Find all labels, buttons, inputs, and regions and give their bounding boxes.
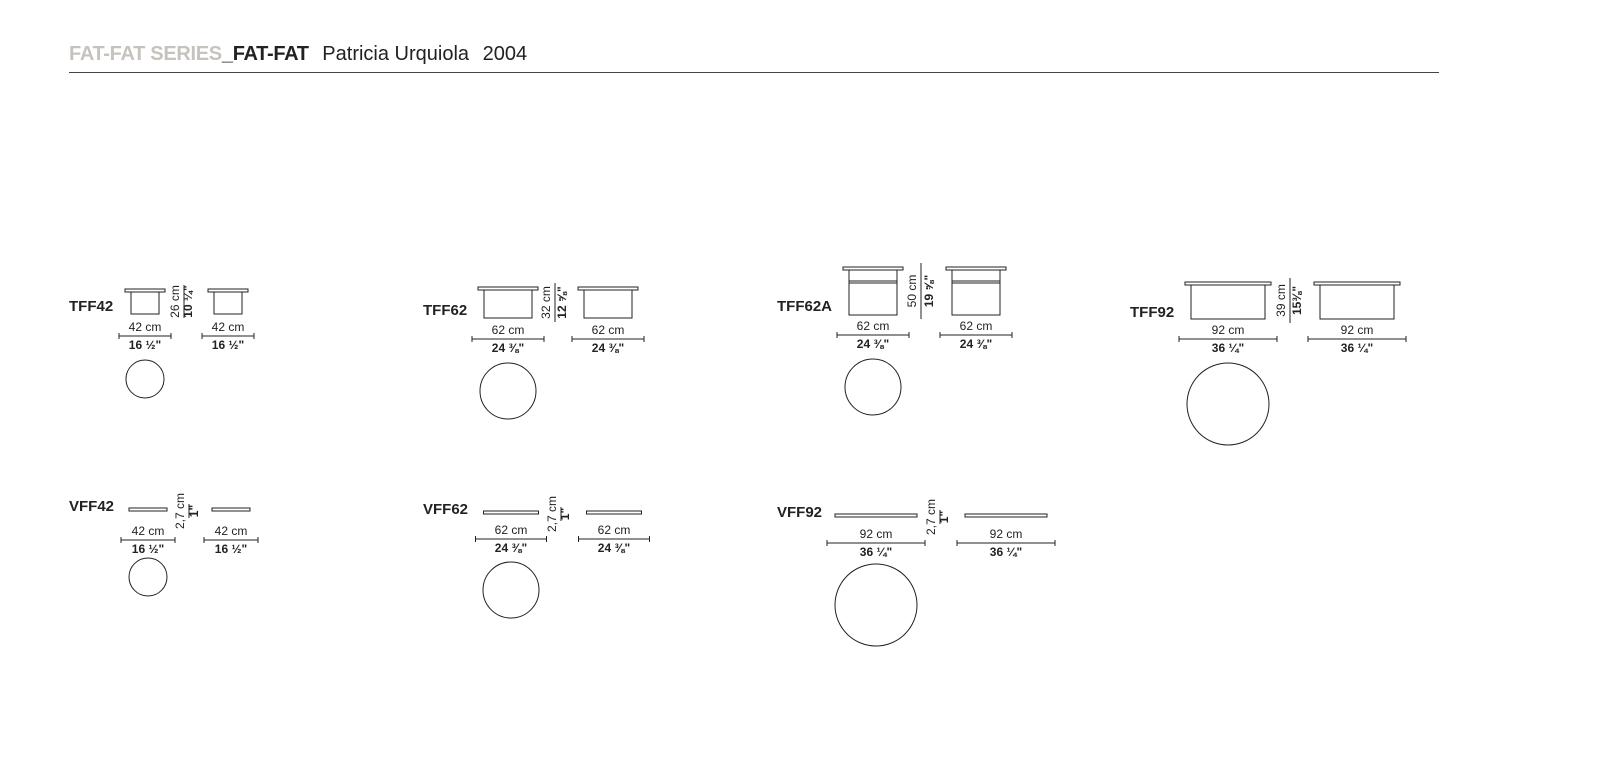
plan-view-circle <box>834 563 918 647</box>
height-cm-label: 2,7 cm <box>545 496 559 532</box>
width-cm-label: 92 cm <box>1212 323 1245 337</box>
width-inch-label: 16 ½" <box>132 542 164 556</box>
width-inch-label: 16 ½" <box>212 338 244 352</box>
width-cm-label: 62 cm <box>492 323 525 337</box>
plan-view-circle <box>128 557 168 597</box>
plan-view-circle <box>844 358 902 416</box>
width-cm-label: 62 cm <box>495 523 528 537</box>
side-view: 62 cm 24 ⅜" <box>939 266 1013 351</box>
model-name: FAT-FAT <box>232 43 309 65</box>
plan-view-circle <box>482 561 540 619</box>
product-code: TFF42 <box>69 298 113 315</box>
side-view: 62 cm 24 ⅜" <box>571 286 645 355</box>
width-cm-label: 62 cm <box>592 323 625 337</box>
width-inch-label: 36 ¼" <box>1341 341 1373 355</box>
width-inch-label: 24 ⅜" <box>495 541 527 555</box>
series-name: FAT-FAT SERIES <box>69 43 222 65</box>
front-view: 62 cm 24 ⅜" <box>475 510 547 555</box>
product-code: TFF92 <box>1130 304 1174 321</box>
width-cm-label: 62 cm <box>960 319 993 333</box>
table-base <box>1190 284 1266 320</box>
side-view: 92 cm 36 ¼" <box>956 513 1056 559</box>
height-cm-label: 32 cm <box>539 286 553 319</box>
design-year: 2004 <box>482 43 528 65</box>
width-inch-label: 24 ⅜" <box>492 341 524 355</box>
table-base <box>1319 284 1395 320</box>
width-cm-label: 42 cm <box>129 320 162 334</box>
series-separator: _ <box>221 43 233 65</box>
height-cm-label: 2,7 cm <box>173 493 187 529</box>
height-inch-label: 19 ⅝" <box>922 275 936 307</box>
product-code: VFF62 <box>423 501 468 518</box>
front-view: 42 cm 16 ½" <box>118 288 172 352</box>
table-base <box>951 269 1001 316</box>
table-base <box>483 289 533 319</box>
height-inch-label: 12 ⅝" <box>555 286 569 318</box>
height-inch-label: 10 ¼" <box>181 285 195 317</box>
plan-view-circle <box>479 362 537 420</box>
plan-view-circle <box>1186 362 1270 446</box>
front-view: 42 cm 16 ½" <box>120 507 176 556</box>
product-code: VFF92 <box>777 504 822 521</box>
height-cm-label: 50 cm <box>905 275 919 308</box>
height-inch-label: 1" <box>558 508 572 520</box>
table-base <box>130 291 160 315</box>
width-inch-label: 36 ¼" <box>1212 341 1244 355</box>
height-cm-label: 2,7 cm <box>924 499 938 535</box>
width-inch-label: 36 ¼" <box>990 545 1022 559</box>
page-header: FAT-FAT SERIES_FAT-FAT Patricia Urquiola… <box>69 42 1439 73</box>
width-cm-label: 62 cm <box>598 523 631 537</box>
table-base <box>848 269 898 316</box>
width-inch-label: 24 ⅜" <box>598 541 630 555</box>
height-inch-label: 1" <box>937 511 951 523</box>
width-cm-label: 92 cm <box>860 527 893 541</box>
front-view: 92 cm 36 ¼" <box>1178 281 1278 355</box>
side-view: 92 cm 36 ¼" <box>1307 281 1407 355</box>
width-cm-label: 62 cm <box>857 319 890 333</box>
designer-name: Patricia Urquiola <box>322 43 470 65</box>
front-view: 62 cm 24 ⅜" <box>471 286 545 355</box>
plan-view-circle <box>125 359 165 399</box>
side-view: 42 cm 16 ½" <box>203 507 259 556</box>
width-inch-label: 24 ⅜" <box>857 337 889 351</box>
product-code: VFF42 <box>69 498 114 515</box>
height-cm-label: 39 cm <box>1274 284 1288 317</box>
height-inch-label: 15⅜" <box>1290 286 1304 315</box>
table-base <box>583 289 633 319</box>
table-base <box>213 291 243 315</box>
side-view: 62 cm 24 ⅜" <box>578 510 650 555</box>
product-code: TFF62 <box>423 302 467 319</box>
front-view: 92 cm 36 ¼" <box>826 513 926 559</box>
front-view: 62 cm 24 ⅜" <box>836 266 910 351</box>
side-view: 42 cm 16 ½" <box>201 288 255 352</box>
height-cm-label: 26 cm <box>168 285 182 318</box>
width-inch-label: 24 ⅜" <box>592 341 624 355</box>
product-code: TFF62A <box>777 298 832 315</box>
width-inch-label: 16 ½" <box>215 542 247 556</box>
width-cm-label: 92 cm <box>990 527 1023 541</box>
height-inch-label: 1" <box>187 505 201 517</box>
width-inch-label: 16 ½" <box>129 338 161 352</box>
width-cm-label: 42 cm <box>132 524 165 538</box>
width-cm-label: 92 cm <box>1341 323 1374 337</box>
width-inch-label: 24 ⅜" <box>960 337 992 351</box>
width-inch-label: 36 ¼" <box>860 545 892 559</box>
width-cm-label: 42 cm <box>215 524 248 538</box>
width-cm-label: 42 cm <box>212 320 245 334</box>
